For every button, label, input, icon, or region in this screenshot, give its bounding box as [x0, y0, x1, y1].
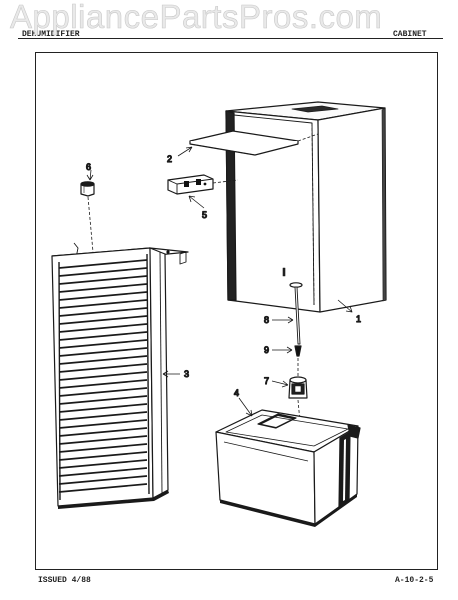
callout-6: 6: [86, 162, 91, 172]
cabinet-shell: [225, 101, 387, 313]
callout-4-leader: [238, 397, 253, 417]
callout-8: 8: [264, 315, 269, 325]
float: [288, 376, 308, 423]
float-rod: [289, 282, 303, 345]
page-code: A-10-2-5: [395, 576, 434, 585]
callout-5: 5: [202, 210, 207, 220]
callout-7-leader: [271, 380, 289, 388]
callout-5-leader: [188, 195, 205, 209]
issued-date: ISSUED 4/88: [38, 576, 91, 585]
callout-2: 2: [167, 154, 172, 164]
callout-3-leader: [162, 370, 180, 378]
front-grille: [51, 242, 189, 509]
clip: [294, 345, 302, 378]
callout-3: 3: [184, 369, 189, 379]
callout-1-leader: [337, 299, 353, 313]
callout-4: 4: [234, 388, 239, 398]
diagram-frame: [35, 52, 438, 570]
callout-2-leader: [177, 146, 193, 157]
knob: [80, 181, 95, 253]
header-model-label: DEHUMIDIFIER: [22, 30, 80, 39]
callout-6-leader: [86, 169, 94, 181]
callout-1: 1: [356, 314, 361, 324]
callout-8-leader: [272, 316, 294, 324]
switch-bracket: [167, 174, 239, 195]
header-rule: [18, 38, 443, 39]
header-section-label: CABINET: [393, 30, 427, 39]
callout-9-leader: [272, 346, 293, 354]
grille-louvers: [58, 259, 148, 493]
callout-7: 7: [264, 376, 269, 386]
top-bracket: [189, 130, 319, 156]
water-bucket: [215, 409, 361, 527]
callout-9: 9: [264, 345, 269, 355]
watermark: AppliancePartsPros.com: [10, 0, 383, 35]
